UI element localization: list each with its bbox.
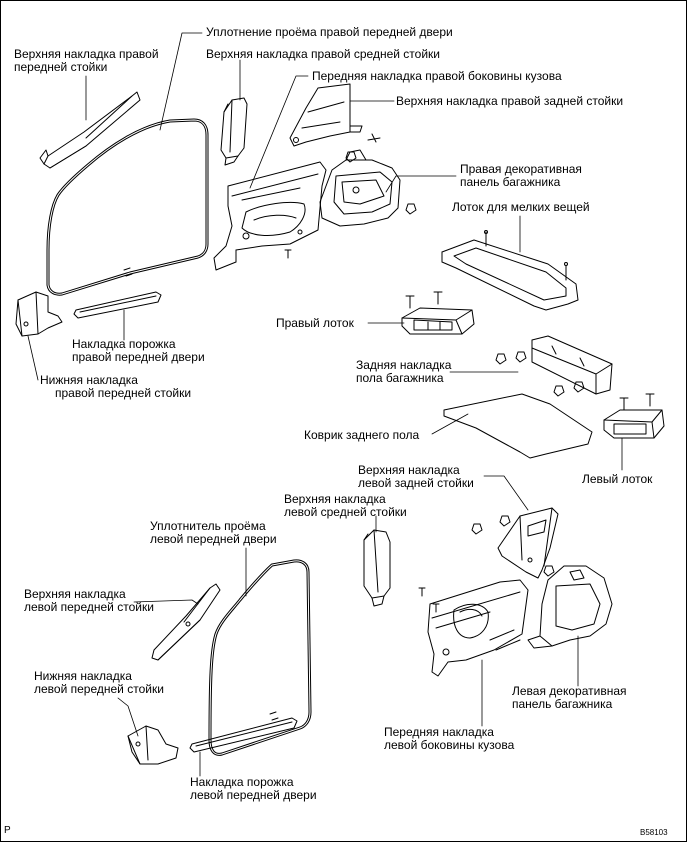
left-scuff-plate-part [189,717,298,753]
corner-mark: P [4,825,11,836]
label-upper-left-rear-pillar-line2: левой задней стойки [358,476,474,490]
label-upper-left-center-pillar-line2: левой средней стойки [284,505,407,519]
screw-left-tray-2 [645,393,655,407]
screw-left-tray-1 [619,397,629,411]
screw-right-tray-1 [405,295,415,309]
label-right-deck-trim-line1: Правая декоративная [460,162,582,176]
rear-floor-trim-part [531,335,613,395]
label-left-tray: Левый лоток [582,472,653,486]
right-scuff-plate-part [73,291,162,319]
clip-left-rear-pillar-1 [499,515,511,527]
label-left-deck-trim-line2: панель багажника [512,697,613,711]
figure-code: B58103 [640,828,668,837]
right-tray-part [401,307,475,335]
screw-left-quarter-1 [418,587,426,597]
left-tray-part [603,409,665,439]
front-left-quarter-trim-part [427,579,529,677]
clip-rear-floor-3 [553,385,565,397]
lower-right-front-pillar-part [15,291,63,337]
label-right-scuff-line2: правой передней двери [72,350,205,364]
clip-right-rear-pillar-2 [367,133,381,143]
upper-right-center-pillar-part [220,97,248,166]
upper-left-rear-pillar-part [497,507,559,579]
label-upper-right-front-pillar-line1: Верхняя накладка правой [14,47,159,61]
screw-right-tray-2 [433,291,443,305]
label-upper-right-front-pillar-line2: передней стойки [14,60,108,74]
clip-left-rear-pillar-2 [471,523,483,535]
label-upper-left-rear-pillar-line1: Верхняя накладка [358,463,460,477]
label-upper-left-front-pillar-line1: Верхняя накладка [24,587,126,601]
label-upper-right-rear-pillar: Верхняя накладка правой задней стойки [396,94,624,108]
label-seal-right-front-door: Уплотнение проёма правой передней двери [206,25,453,39]
label-front-left-quarter-trim-line1: Передняя накладка [384,725,494,739]
label-right-deck-trim-line2: панель багажника [460,175,561,189]
label-front-left-quarter-trim-line2: левой боковины кузова [384,738,515,752]
screw-right-quarter [284,249,292,259]
right-front-door-seal-part [46,118,209,296]
clip-rear-floor-2 [515,351,527,363]
label-rear-floor-trim-line1: Задняя накладка [356,358,452,372]
rear-floor-mat-part [443,393,593,459]
clip-rear-floor-4 [573,381,585,393]
screw-left-quarter-2 [432,603,440,613]
label-upper-right-center-pillar: Верхняя накладка правой средней стойки [206,47,440,61]
label-right-tray: Правый лоток [276,316,354,330]
upper-right-front-pillar-part [39,91,141,169]
left-deck-trim-part [527,565,613,649]
clip-rear-floor-1 [495,353,507,365]
label-rear-floor-trim-line2: пола багажника [356,371,444,385]
label-front-right-quarter-trim: Передняя накладка правой боковины кузова [312,69,562,83]
small-items-tray-part [441,230,579,311]
label-upper-left-front-pillar-line2: левой передней стойки [24,600,154,614]
label-lower-right-front-pillar-line2: правой передней стойки [55,386,192,400]
right-deck-trim-part [319,149,401,227]
label-seal-left-front-door-line2: левой передней двери [150,532,277,546]
front-right-quarter-trim-part [213,161,327,271]
label-lower-left-front-pillar-line1: Нижняя накладка [34,669,132,683]
label-left-scuff-line2: левой передней двери [190,788,317,802]
label-seal-left-front-door-line1: Уплотнитель проёма [150,519,266,533]
label-left-scuff-line1: Накладка порожка [190,775,294,789]
lower-left-front-pillar-part [127,725,179,765]
leader-lines [27,32,623,777]
label-left-deck-trim-line1: Левая декоративная [512,684,627,698]
label-upper-left-center-pillar-line1: Верхняя накладка [284,492,386,506]
label-rear-floor-mat: Коврик заднего пола [304,428,420,442]
clip-left-rear-pillar-3 [543,565,555,577]
upper-left-front-pillar-part [151,583,221,661]
clip-right-deck [405,203,417,215]
label-lower-left-front-pillar-line2: левой передней стойки [34,682,164,696]
left-front-door-seal-part [208,559,312,756]
upper-right-rear-pillar-part [289,83,363,147]
label-lower-right-front-pillar-line1: Нижняя накладка [40,373,138,387]
label-right-scuff-line1: Накладка порожка [72,337,176,351]
upper-left-center-pillar-part [363,529,391,607]
label-small-items-tray: Лоток для мелких вещей [452,200,590,214]
